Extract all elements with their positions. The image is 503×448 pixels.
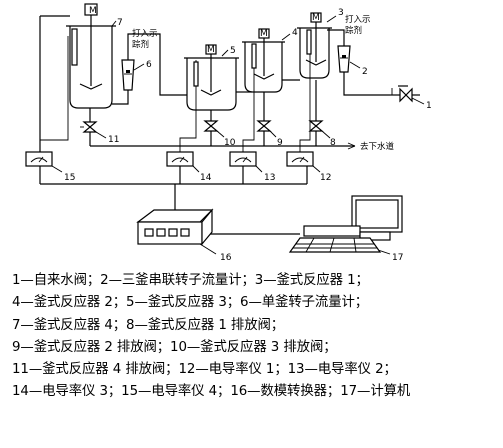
label-3: 3 (338, 8, 344, 18)
label-13: 13 (264, 173, 275, 183)
label-11: 11 (108, 135, 119, 145)
legend-line-3: 7—釜式反应器 4；8—釜式反应器 1 排放阀； (12, 317, 285, 333)
flowmeter-2 (337, 45, 351, 73)
tracer-label-left-1: 打入示 (132, 28, 158, 39)
motor-7-symbol: M (89, 6, 97, 16)
experimental-apparatus-diagram: M M M M (25, 3, 432, 262)
label-16: 16 (220, 253, 232, 262)
legend-line-5: 11—釜式反应器 4 排放阀；12—电导率仪 1；13—电导率仪 2； (12, 362, 397, 378)
conductivity-meters (25, 151, 314, 167)
label-2: 2 (362, 67, 368, 77)
tracer-label-right-1: 打入示 (345, 14, 371, 25)
tracer-label-right-2: 踪剂 (345, 25, 362, 36)
label-9: 9 (277, 138, 283, 148)
label-12: 12 (320, 173, 331, 183)
label-7: 7 (117, 18, 123, 28)
legend-line-1: 1—自来水阀；2—三釜串联转子流量计；3—釜式反应器 1； (12, 273, 369, 288)
reactor-2-tank: M (242, 28, 285, 93)
reactor-1-tank: M (297, 12, 332, 79)
flowmeter-6 (121, 59, 135, 91)
legend-line-4: 9—釜式反应器 2 排放阀；10—釜式反应器 3 排放阀； (12, 339, 337, 355)
reactor-3-tank: M (184, 44, 239, 111)
legend-line-2: 4—釜式反应器 2；5—釜式反应器 3；6—单釜转子流量计； (12, 295, 369, 311)
label-5: 5 (230, 46, 236, 56)
legend-line-6: 14—电导率仪 3；15—电导率仪 4；16—数模转换器；17—计算机 (12, 384, 411, 400)
digital-analog-converter (136, 208, 214, 246)
annotations: 打入示 踪剂 打入示 踪剂 去下水道 (132, 14, 395, 152)
number-callouts: 1 2 3 4 5 6 7 8 9 10 11 12 13 14 15 16 1… (51, 8, 432, 262)
motor-5-symbol: M (207, 45, 215, 55)
label-14: 14 (200, 173, 212, 183)
label-8: 8 (330, 138, 336, 148)
drain-label: 去下水道 (360, 141, 395, 152)
component-legend: 1—自来水阀；2—三釜串联转子流量计；3—釜式反应器 1； 4—釜式反应器 2；… (12, 270, 500, 404)
drain-valves (80, 120, 324, 133)
label-15: 15 (64, 173, 75, 183)
piping (39, 15, 402, 235)
tap-water-valve-1 (398, 85, 420, 103)
motor-3-symbol: M (312, 13, 320, 23)
tracer-label-left-2: 踪剂 (132, 39, 149, 50)
label-17: 17 (392, 253, 403, 262)
motor-4-symbol: M (260, 29, 268, 39)
label-10: 10 (224, 138, 236, 148)
label-4: 4 (292, 28, 298, 38)
computer (288, 195, 403, 253)
label-6: 6 (146, 60, 152, 70)
label-1: 1 (426, 101, 432, 111)
reactor-4-tank: M (66, 3, 116, 109)
